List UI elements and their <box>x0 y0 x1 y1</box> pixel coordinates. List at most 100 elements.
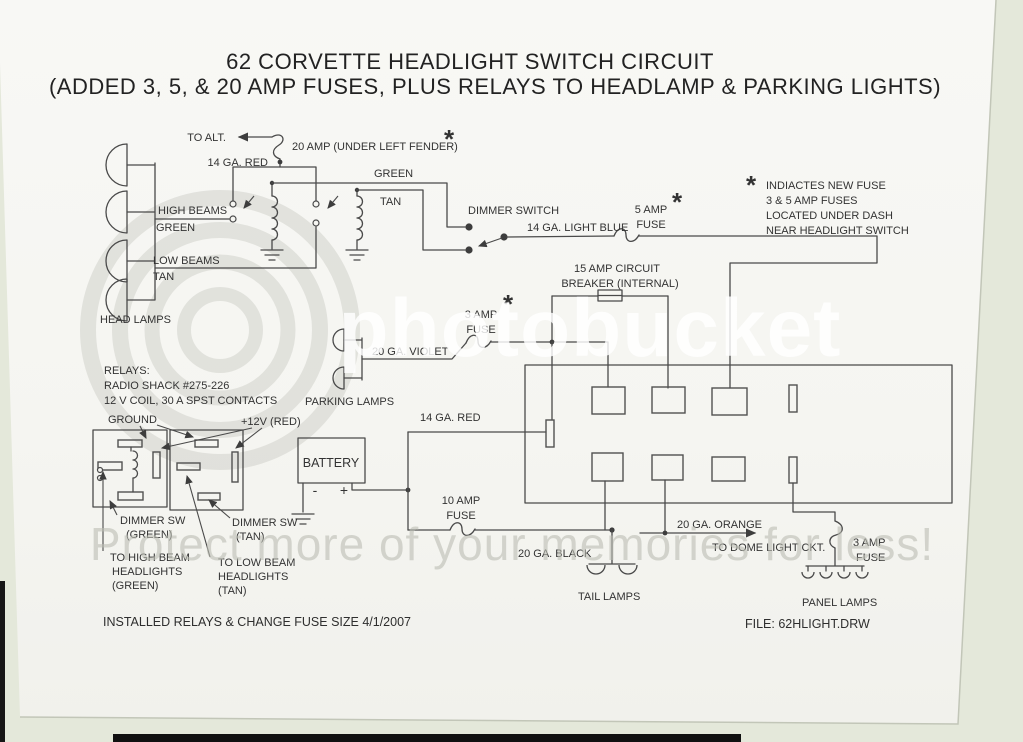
label-low-beams-color: TAN <box>153 271 174 283</box>
label-high-beams-color: GREEN <box>156 222 195 234</box>
label-tail-lamps: TAIL LAMPS <box>578 591 640 603</box>
page-paper <box>0 0 996 724</box>
panel-lamp-circuit <box>792 482 869 579</box>
switch-contact-pad <box>591 386 626 415</box>
label-fuse-3amp-b2: FUSE <box>856 552 885 564</box>
label-high-beams: HIGH BEAMS <box>158 205 227 217</box>
label-fuse-3amp-a1: 3 AMP <box>465 309 497 321</box>
alt-feed <box>232 132 317 202</box>
scan-bar-left <box>0 581 5 742</box>
label-dimmer-sw-tan-2: (TAN) <box>236 531 265 543</box>
label-wire-20ga-violet: 20 GA. VIOLET <box>372 346 449 358</box>
footer-file-name: FILE: 62HLIGHT.DRW <box>745 617 870 631</box>
switch-contact-pad <box>711 456 746 482</box>
fuse-icon <box>449 522 476 537</box>
label-star-20amp: * <box>444 124 455 154</box>
switch-contact-pad <box>711 387 748 416</box>
label-breaker-line1: 15 AMP CIRCUIT <box>574 263 660 275</box>
switch-contact-bar <box>788 384 798 413</box>
fuse-icon <box>613 228 640 243</box>
label-parking-lamps: PARKING LAMPS <box>305 396 394 408</box>
page-edge <box>19 0 997 725</box>
label-fuse-20amp: 20 AMP (UNDER LEFT FENDER) <box>292 141 458 153</box>
label-battery: BATTERY <box>303 456 360 470</box>
footer-revision-note: INSTALLED RELAYS & CHANGE FUSE SIZE 4/1/… <box>103 615 411 629</box>
orange-wire <box>639 528 757 538</box>
label-star-3amp: * <box>503 289 514 319</box>
panel-lamp-icon <box>837 571 851 579</box>
label-note-4: NEAR HEADLIGHT SWITCH <box>766 225 909 237</box>
label-wire-green-top: GREEN <box>374 168 413 180</box>
circuit-breaker-icon <box>551 289 669 389</box>
label-breaker-line2: BREAKER (INTERNAL) <box>561 278 678 290</box>
label-fuse-10amp-2: FUSE <box>446 510 475 522</box>
label-fuse-3amp-a2: FUSE <box>466 324 495 336</box>
light-blue-wire <box>506 228 878 389</box>
fuse-icon <box>465 334 492 349</box>
scan-bar-bottom <box>113 734 741 742</box>
switch-contact-pad <box>651 454 684 481</box>
title-line1: 62 CORVETTE HEADLIGHT SWITCH CIRCUIT <box>226 49 714 74</box>
green-wire <box>271 182 466 228</box>
label-to-dome: TO DOME LIGHT CKT. <box>712 542 825 554</box>
headlight-switch-box <box>524 364 953 534</box>
battery-icon <box>291 431 411 531</box>
label-to-high-3: (GREEN) <box>112 580 158 592</box>
dimmer-switch-icon <box>465 223 508 254</box>
diagram-title: 62 CORVETTE HEADLIGHT SWITCH CIRCUIT (AD… <box>49 49 941 99</box>
relay-coil <box>271 195 279 241</box>
tail-lamp-icon <box>586 564 606 575</box>
fuse-icon <box>271 134 284 160</box>
label-dimmer-sw-green-2: (GREEN) <box>126 529 172 541</box>
label-wire-14ga-blue: 14 GA. LIGHT BLUE <box>527 222 628 234</box>
label-wire-20ga-black: 20 GA. BLACK <box>518 548 592 560</box>
label-low-beams: LOW BEAMS <box>153 255 220 267</box>
switch-contact-pad <box>651 386 686 414</box>
label-wire-14ga-red-2: 14 GA. RED <box>420 412 481 424</box>
diagram-labels: TO ALT.20 AMP (UNDER LEFT FENDER)*14 GA.… <box>100 124 909 609</box>
leader-arrows <box>99 424 263 558</box>
label-battery-minus: - <box>313 482 318 498</box>
parking-lamp-icon <box>332 328 363 390</box>
label-to-low-1: TO LOW BEAM <box>218 557 295 569</box>
low-beam-wire <box>154 226 317 269</box>
label-wire-14ga-red-top: 14 GA. RED <box>207 157 268 169</box>
relay-coil <box>356 195 364 241</box>
label-star-5amp: * <box>672 187 683 217</box>
label-wire-20ga-orange: 20 GA. ORANGE <box>677 519 762 531</box>
label-wire-tan-top: TAN <box>380 196 401 208</box>
label-note-1: INDIACTES NEW FUSE <box>766 180 886 192</box>
label-battery-plus: + <box>340 482 348 498</box>
switch-contact-pad <box>591 452 624 482</box>
label-fuse-5amp-1: 5 AMP <box>635 204 667 216</box>
label-to-alt: TO ALT. <box>187 132 226 144</box>
label-plus-12v: +12V (RED) <box>241 416 301 428</box>
label-to-low-2: HEADLIGHTS <box>218 571 288 583</box>
relay-coil <box>132 450 139 479</box>
label-fuse-3amp-b1: 3 AMP <box>853 537 885 549</box>
panel-lamp-icon <box>801 571 815 579</box>
high-beam-relay <box>229 180 284 261</box>
label-dimmer-sw-green-1: DIMMER SW <box>120 515 186 527</box>
label-note-3: LOCATED UNDER DASH <box>766 210 893 222</box>
label-head-lamps: HEAD LAMPS <box>100 314 171 326</box>
circuit-drawing: TO ALT.20 AMP (UNDER LEFT FENDER)*14 GA.… <box>92 124 953 609</box>
label-to-low-3: (TAN) <box>218 585 247 597</box>
title-line2: (ADDED 3, 5, & 20 AMP FUSES, PLUS RELAYS… <box>49 74 941 99</box>
tail-lamp-circuit <box>407 522 638 575</box>
label-note-star: * <box>746 170 757 200</box>
panel-lamp-icon <box>855 571 869 579</box>
label-relays-note-3: 12 V COIL, 30 A SPST CONTACTS <box>104 395 277 407</box>
watermark-tagline: Protect more of your memories for less! <box>90 518 934 570</box>
label-fuse-5amp-2: FUSE <box>636 219 665 231</box>
label-fuse-10amp-1: 10 AMP <box>442 495 481 507</box>
fuse-icon <box>829 520 843 549</box>
ground-icon <box>345 249 369 261</box>
violet-wire <box>361 334 609 421</box>
label-ground: GROUND <box>108 414 157 426</box>
label-relays-note-1: RELAYS: <box>104 365 150 377</box>
label-dimmer-switch: DIMMER SWITCH <box>468 205 559 217</box>
relay-detail-box-tan <box>169 429 244 511</box>
label-dimmer-sw-tan-1: DIMMER SW <box>232 517 298 529</box>
